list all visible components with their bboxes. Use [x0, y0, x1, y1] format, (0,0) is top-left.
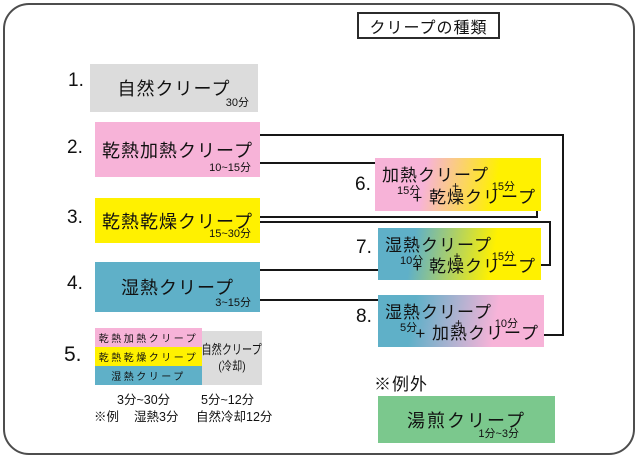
connector-2-to-8-top	[258, 134, 564, 136]
natural-cooling-sub: (冷却)	[218, 358, 246, 373]
stack-dry-drying-row: 乾熱乾燥クリープ	[95, 347, 202, 366]
dry-drying-creep-label: 乾熱乾燥クリープ	[102, 211, 253, 232]
moist-heat-creep-time: 3~15分	[215, 297, 251, 309]
dry-heating-creep-time: 10~15分	[209, 162, 251, 174]
dry-drying-creep-time: 15~30分	[209, 228, 251, 240]
seq6-second-label: + 乾燥クリープ	[412, 188, 536, 207]
natural-cooling-box: 自然クリープ (冷却)	[202, 331, 262, 385]
hot-water-creep-label: 湯煎クリープ	[407, 410, 526, 431]
seq6-second-time: 15分	[491, 181, 515, 193]
item-4-number: 4.	[67, 273, 83, 294]
seq8-second-label: + 加熱クリープ	[415, 324, 539, 343]
seq8-plus: +	[455, 316, 463, 330]
item-5-number: 5.	[64, 343, 82, 366]
exception-label: ※例外	[374, 375, 428, 394]
heating-plus-drying-box: 加熱クリープ 15分 + 15分 + 乾燥クリープ	[375, 158, 541, 211]
natural-creep-time: 30分	[225, 97, 249, 109]
moist-heat-creep-box: 湿熱クリープ 3~15分	[95, 262, 260, 312]
connector-3-to-6	[258, 216, 538, 218]
seq8-first-label: 湿熱クリープ	[385, 303, 492, 322]
item-6-number: 6.	[355, 174, 371, 195]
stack-moist-heat-label: 湿熱クリープ	[111, 372, 186, 383]
connector-2-to-6	[258, 162, 375, 164]
seq7-first-label: 湿熱クリープ	[385, 236, 492, 255]
seq7-second-label: + 乾燥クリープ	[412, 257, 536, 276]
moist-heat-creep-label: 湿熱クリープ	[121, 278, 234, 298]
moistheat-plus-heating-box: 湿熱クリープ 5分 + 10分 + 加熱クリープ	[378, 295, 544, 347]
natural-cooling-label: 自然クリープ	[201, 342, 263, 358]
item-1-number: 1.	[68, 70, 84, 91]
example-prefix: ※例	[94, 410, 120, 424]
seq7-first-time: 10分	[400, 255, 424, 267]
item-2-number: 2.	[67, 137, 83, 158]
moistheat-plus-drying-box: 湿熱クリープ 10分 + 15分 + 乾燥クリープ	[378, 228, 541, 280]
connector-2-to-8-bottom	[544, 334, 564, 336]
cooling-time-caption: 5分~12分	[201, 393, 255, 407]
stack-dry-heating-label: 乾熱加熱クリープ	[98, 334, 199, 345]
connector-4-to-7	[260, 269, 378, 271]
seq7-second-time: 15分	[491, 251, 515, 263]
natural-creep-label: 自然クリープ	[117, 79, 231, 99]
item-3-number: 3.	[67, 207, 83, 228]
seq8-second-time: 10分	[494, 318, 518, 330]
seq6-first-label: 加熱クリープ	[382, 166, 489, 185]
dry-heating-creep-box: 乾熱加熱クリープ 10~15分	[95, 122, 260, 177]
connector-2-to-8-vertical	[562, 134, 564, 336]
diagram-outer-border	[3, 3, 635, 455]
example-cooling-value: 自然冷却12分	[196, 410, 273, 424]
dry-heating-creep-label: 乾熱加熱クリープ	[102, 140, 253, 161]
seq7-plus: +	[453, 249, 461, 263]
connector-3-to-6-vertical	[536, 210, 538, 218]
dry-drying-creep-box: 乾熱乾燥クリープ 15~30分	[95, 198, 260, 243]
item-8-number: 8.	[356, 306, 372, 327]
connector-3-to-7	[258, 221, 551, 223]
stack-dry-heating-row: 乾熱加熱クリープ	[95, 328, 202, 347]
diagram-title-box: クリープの種類	[357, 12, 500, 39]
hot-water-creep-time: 1分~3分	[478, 428, 519, 440]
seq6-plus: +	[452, 179, 460, 193]
natural-creep-box: 自然クリープ 30分	[90, 64, 258, 112]
example-moist-value: 湿熱3分	[134, 410, 179, 424]
connector-3-to-7-stub	[541, 264, 551, 266]
hot-water-creep-box: 湯煎クリープ 1分~3分	[378, 396, 555, 443]
diagram-title: クリープの種類	[369, 19, 488, 37]
connector-3-to-7-vertical	[549, 221, 551, 266]
connector-4-to-8	[260, 299, 378, 301]
stack-time-caption: 3分~30分	[117, 393, 171, 407]
stack-moist-heat-row: 湿熱クリープ	[95, 366, 202, 385]
seq8-first-time: 5分	[400, 322, 418, 334]
stack-dry-drying-label: 乾熱乾燥クリープ	[98, 353, 199, 364]
item-7-number: 7.	[356, 237, 372, 258]
seq6-first-time: 15分	[397, 185, 421, 197]
